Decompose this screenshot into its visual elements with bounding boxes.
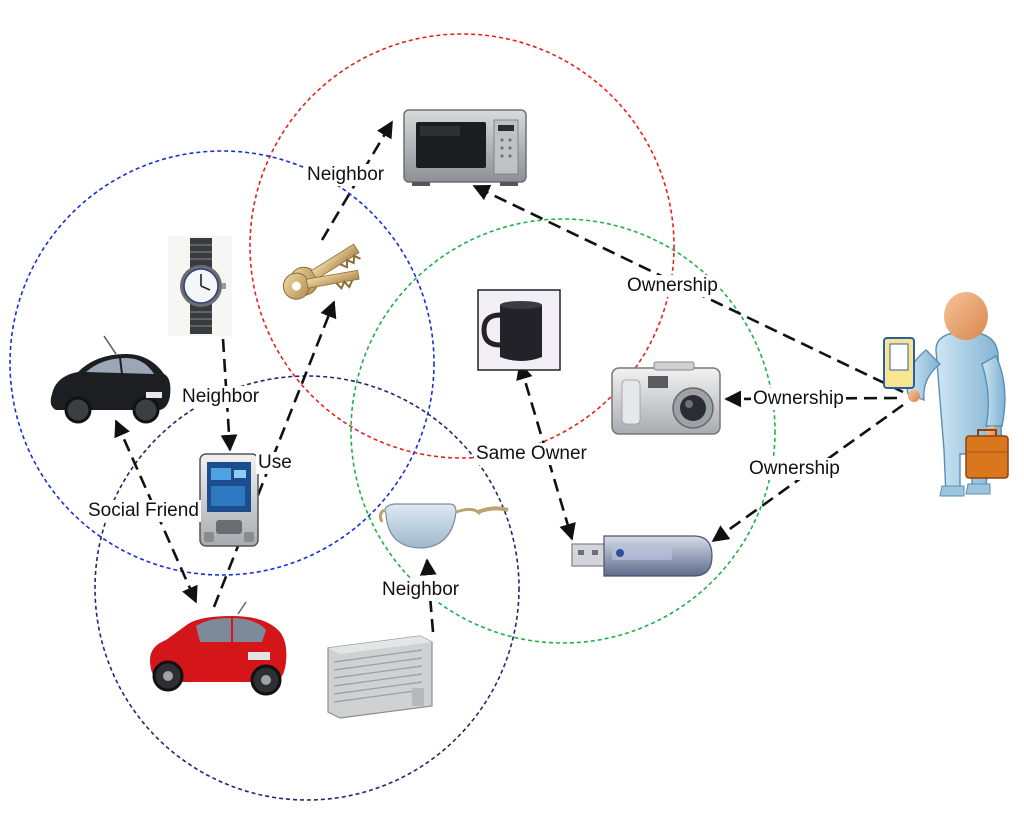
red-circle xyxy=(249,33,675,459)
digital-camera-icon xyxy=(611,361,721,435)
arrow-watch-to-pda xyxy=(220,338,238,452)
pda-icon xyxy=(199,453,259,547)
red-car-icon xyxy=(150,601,287,696)
label-social-friend: Social Friend xyxy=(86,500,201,522)
label-use: Use xyxy=(256,452,294,474)
mug-icon xyxy=(477,289,561,371)
person-icon xyxy=(883,292,1009,497)
label-same-owner: Same Owner xyxy=(474,443,589,465)
keys-icon xyxy=(282,243,361,300)
label-ownership-middle: Ownership xyxy=(751,388,846,410)
usb-drive-icon xyxy=(571,535,713,577)
label-ownership-bottom: Ownership xyxy=(747,458,842,480)
microwave-icon xyxy=(403,109,527,186)
label-ownership-top: Ownership xyxy=(625,275,720,297)
wristwatch-icon xyxy=(168,236,232,336)
label-neighbor-bottom: Neighbor xyxy=(380,579,462,601)
navy-circle xyxy=(94,375,520,801)
blue-circle xyxy=(9,150,435,576)
black-car-icon xyxy=(50,335,171,424)
air-conditioner-icon xyxy=(327,635,433,719)
arrow-cars-social-friend xyxy=(114,419,198,604)
label-neighbor-left: Neighbor xyxy=(180,386,262,408)
arrow-ac-to-sunglasses xyxy=(419,558,437,633)
label-neighbor-top: Neighbor xyxy=(305,164,387,186)
green-circle xyxy=(350,218,776,644)
sunglasses-icon xyxy=(378,503,509,549)
